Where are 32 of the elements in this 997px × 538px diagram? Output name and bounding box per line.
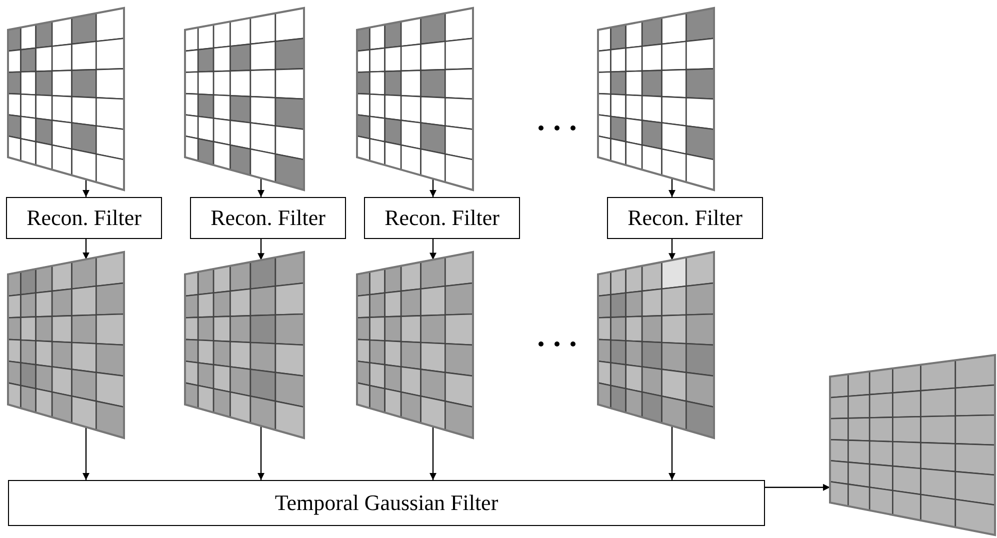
pixel-grid-picture bbox=[185, 252, 304, 438]
arrow bbox=[430, 426, 436, 480]
arrow bbox=[430, 239, 436, 260]
filter-label: Temporal Gaussian Filter bbox=[274, 490, 498, 516]
filter-box bbox=[190, 197, 346, 239]
arrow bbox=[82, 239, 90, 260]
filter-box bbox=[6, 197, 162, 239]
pixel-grid-picture bbox=[357, 8, 473, 190]
arrow bbox=[258, 239, 264, 260]
filter-label: Recon. Filter bbox=[384, 205, 500, 231]
pixel-grid-picture bbox=[8, 8, 124, 190]
pixel-grid-picture bbox=[8, 252, 124, 438]
filter-label: Recon. Filter bbox=[210, 205, 326, 231]
arrow bbox=[430, 178, 436, 197]
pixel-grid-picture bbox=[830, 355, 995, 535]
pixel-grid-picture bbox=[357, 252, 473, 438]
arrow bbox=[258, 178, 264, 197]
arrow bbox=[82, 179, 90, 197]
arrow bbox=[258, 426, 264, 480]
pixel-grid-picture bbox=[598, 252, 714, 438]
pixel-grid-picture bbox=[598, 8, 714, 190]
filter-box bbox=[364, 197, 520, 239]
filter-box bbox=[607, 197, 763, 239]
arrow bbox=[668, 426, 676, 480]
arrow bbox=[82, 427, 90, 480]
filter-label: Recon. Filter bbox=[26, 205, 142, 231]
arrow bbox=[668, 178, 676, 197]
arrow bbox=[668, 239, 676, 260]
filter-label: Recon. Filter bbox=[628, 205, 742, 231]
filter-box bbox=[8, 480, 765, 526]
pixel-grid-picture bbox=[185, 8, 304, 190]
arrow bbox=[765, 484, 830, 491]
